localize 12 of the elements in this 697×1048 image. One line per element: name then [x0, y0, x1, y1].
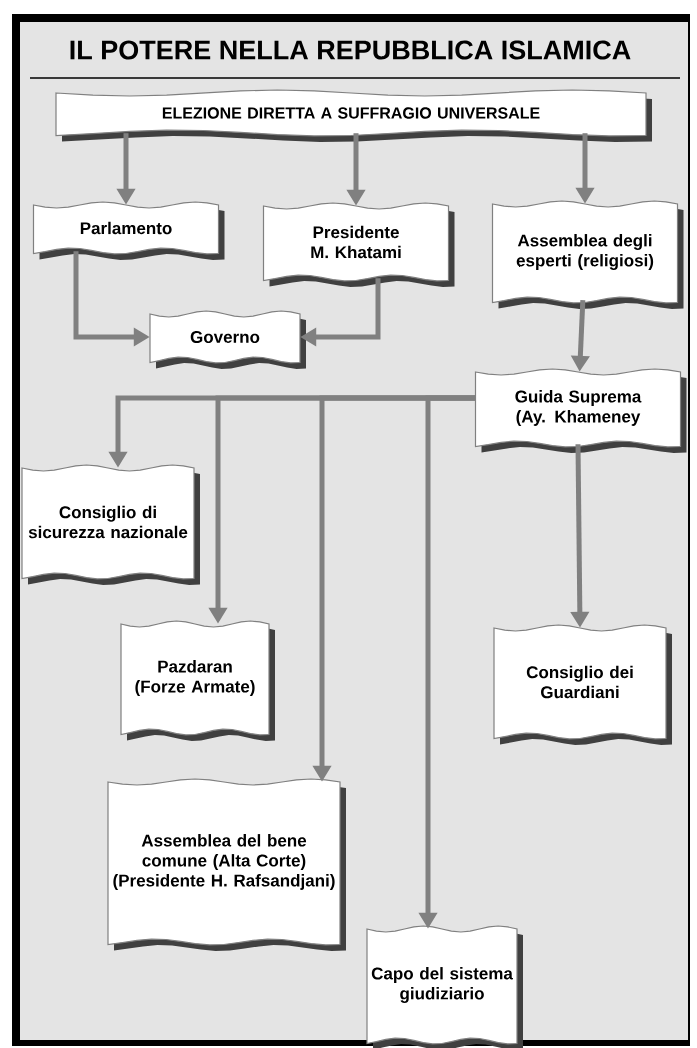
banner-box: Presidente M. Khatami [262, 202, 455, 287]
banner-box: ELEZIONE DIRETTA A SUFFRAGIO UNIVERSALE [55, 89, 652, 142]
banner-box: Governo [149, 310, 306, 369]
banner-box: Assemblea del bene comune (Alta Corte) (Presidente H. Rafsandjani) [107, 778, 346, 951]
banner-box: Parlamento [32, 201, 225, 260]
banner-box: Assemblea degli esperti (religiosi) [491, 200, 684, 309]
banner-box: Consiglio dei Guardiani [493, 624, 672, 745]
title: IL POTERE NELLA REPUBBLICA ISLAMICA [70, 40, 631, 60]
banner-box: Guida Suprema (Ay. Khameney [474, 368, 687, 453]
banner-box: Pazdaran (Forze Armate) [120, 620, 275, 741]
banner-box: Capo del sistema giudiziario [366, 925, 523, 1048]
banner-box: Consiglio di sicurezza nazionale [21, 464, 200, 585]
